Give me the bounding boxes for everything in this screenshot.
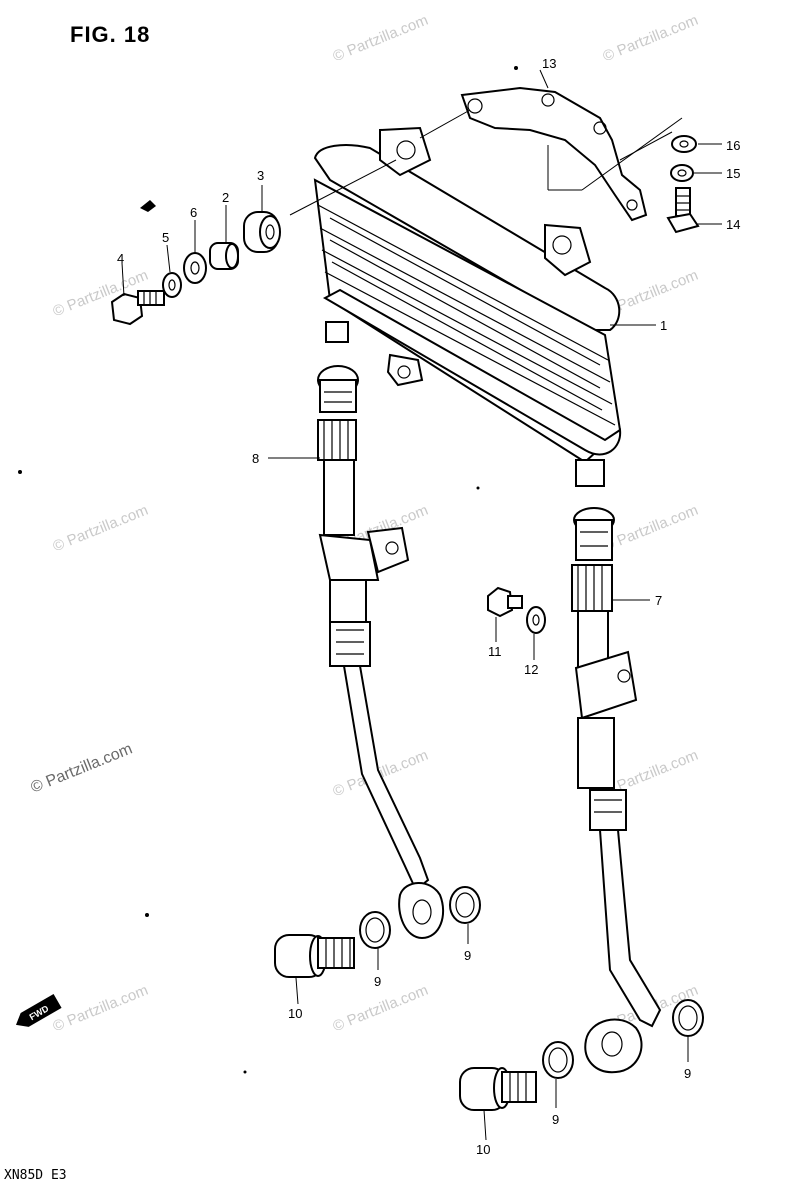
callout-2: 2 [222,190,229,205]
callout-1: 1 [660,318,667,333]
lock-washer-15[interactable] [670,164,694,182]
callout-9c: 9 [552,1112,559,1127]
callout-12: 12 [524,662,538,677]
gasket-9a[interactable] [359,911,391,949]
washer-16[interactable] [671,135,697,153]
model-code: XN85D E3 [4,1168,67,1183]
gasket-9d[interactable] [672,999,704,1037]
callout-11: 11 [488,644,502,659]
callout-7: 7 [655,593,662,608]
bolt-4[interactable] [110,290,165,326]
callout-3: 3 [257,168,264,183]
callout-9b: 9 [464,948,471,963]
gasket-9c[interactable] [542,1041,574,1079]
callout-4: 4 [117,251,124,266]
bolt-11[interactable] [487,586,523,618]
callout-9a: 9 [374,974,381,989]
callout-10a: 10 [288,1006,302,1021]
callout-9d: 9 [684,1066,691,1081]
union-bolt-10a[interactable] [274,934,355,978]
callout-15: 15 [726,166,740,181]
callout-5: 5 [162,230,169,245]
callout-16: 16 [726,138,740,153]
callout-13: 13 [542,56,556,71]
washer-6[interactable] [183,252,207,284]
washer-12[interactable] [526,606,546,634]
figure-title: FIG. 18 [70,22,151,47]
bolt-14[interactable] [666,187,700,234]
grommet-3[interactable] [243,211,281,253]
arrow-icon [140,200,156,212]
callout-14: 14 [726,217,740,232]
bracket-13[interactable] [460,86,683,222]
oil-cooler-1[interactable] [313,126,622,487]
fwd-arrow-icon: FWD [16,994,62,1027]
lock-washer-5[interactable] [162,272,182,298]
callout-6: 6 [190,205,197,220]
callout-10b: 10 [476,1142,490,1157]
oil-hose-7[interactable] [571,507,662,1074]
callout-8: 8 [252,451,259,466]
gasket-9b[interactable] [449,886,481,924]
collar-2[interactable] [209,242,239,270]
oil-hose-8[interactable] [317,365,445,940]
union-bolt-10b[interactable] [459,1067,537,1111]
